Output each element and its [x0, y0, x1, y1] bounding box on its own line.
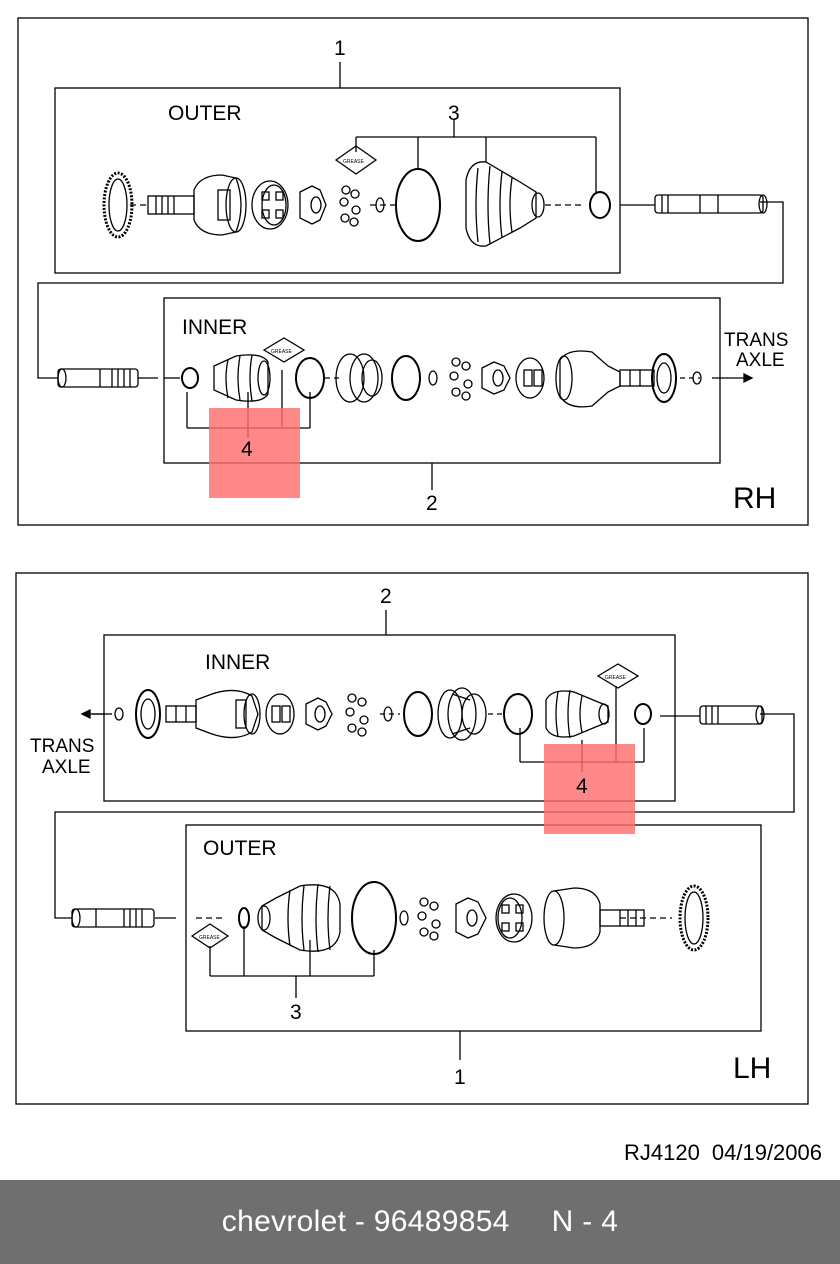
rh-inner-housing-seal [335, 353, 383, 403]
rh-outer-boot-clamp-small [589, 191, 611, 219]
lh-inner-balls [345, 693, 369, 737]
rh-inner-boot [213, 354, 271, 402]
rh-outer-boot-clamp-large [395, 168, 441, 242]
lh-trans-label: TRANS [30, 736, 94, 757]
rh-grease-pack-inner [262, 337, 306, 363]
lh-inner-boot [545, 689, 610, 739]
lh-axle-shaft-outer-end [71, 908, 155, 928]
lh-inner-seal [135, 689, 161, 739]
lh-inner-housing-seal [437, 687, 487, 741]
rh-grease-pack-outer [334, 145, 378, 175]
lh-callout-4-highlight [544, 744, 635, 834]
rh-callout-4: 4 [241, 438, 253, 461]
lh-callout-2: 2 [380, 585, 392, 608]
rh-inner-race [481, 361, 511, 395]
rh-inner-cage [515, 357, 545, 399]
rh-grease-label-outer: GREASE [343, 159, 365, 165]
rh-abs-ring [102, 171, 134, 239]
lh-outer-balls [417, 897, 441, 941]
lh-inner-box [103, 634, 676, 802]
lh-grease-pack-outer [190, 923, 230, 949]
rh-inner-title: INNER [182, 316, 247, 339]
rh-callout-4-highlight [209, 408, 300, 498]
rh-inner-cv-housing [555, 350, 655, 408]
rh-axle-shaft [654, 194, 768, 214]
lh-side-label: LH [733, 1052, 771, 1085]
lh-callout-1: 1 [454, 1066, 466, 1089]
rh-outer-stub-shaft [147, 195, 195, 215]
reference-code: RJ4120 04/19/2006 [624, 1140, 822, 1166]
rh-panel-frame [17, 17, 809, 526]
rh-callout-2: 2 [426, 492, 438, 515]
rh-outer-balls [339, 185, 361, 227]
footer-bar: chevrolet - 96489854 N - 4 [0, 1180, 840, 1264]
lh-outer-boot [257, 883, 341, 953]
rh-outer-title: OUTER [168, 102, 242, 125]
rh-outer-boot [465, 161, 545, 247]
lh-abs-ring [678, 884, 710, 952]
rh-outer-box [54, 87, 621, 274]
lh-inner-clamp-large [503, 693, 533, 735]
rh-inner-seal [651, 353, 677, 403]
lh-axle-label: AXLE [42, 757, 91, 778]
rh-callout-1: 1 [334, 37, 346, 60]
rh-inner-ring [391, 355, 421, 401]
rh-outer-circlip [375, 197, 385, 213]
lh-outer-title: OUTER [203, 837, 277, 860]
rh-inner-clamp-large [295, 357, 325, 399]
lh-callout-3: 3 [290, 1001, 302, 1024]
lh-outer-boot-clamp-large [351, 881, 397, 955]
rh-axle-label: AXLE [736, 350, 785, 371]
rh-inner-circlip [428, 370, 438, 386]
lh-outer-circlip [238, 907, 250, 929]
lh-callout-4: 4 [576, 775, 588, 798]
reference-id: RJ4120 [624, 1140, 700, 1165]
lh-grease-label-inner: GREASE [605, 675, 627, 681]
lh-grease-pack-inner [596, 663, 640, 689]
rh-trans-label: TRANS [724, 330, 788, 351]
rh-callout-3: 3 [448, 102, 460, 125]
lh-outer-inner-race [455, 897, 487, 939]
lh-inner-end-circlip [114, 707, 124, 721]
rh-panel [17, 17, 809, 526]
rh-outer-inner-race [299, 185, 327, 225]
lh-grease-label-outer: GREASE [199, 935, 221, 941]
rh-grease-label-inner: GREASE [271, 349, 293, 355]
rh-outer-cv-housing [193, 174, 247, 236]
lh-axle-shaft [699, 705, 765, 725]
lh-inner-cage [265, 693, 295, 735]
rh-side-label: RH [733, 482, 776, 515]
rh-axle-shaft-inner-end [57, 368, 139, 388]
lh-panel [15, 572, 809, 1105]
rh-inner-balls [449, 357, 473, 401]
lh-inner-race [305, 697, 333, 731]
lh-inner-circlip [383, 706, 393, 722]
lh-trans-arrow [80, 708, 91, 720]
lh-inner-ring [403, 691, 433, 737]
reference-date: 04/19/2006 [711, 1140, 822, 1165]
rh-inner-end-circlip [692, 371, 702, 385]
lh-inner-title: INNER [205, 651, 270, 674]
lh-outer-cv-housing [543, 887, 645, 949]
lh-inner-clamp-small [634, 703, 652, 725]
rh-inner-clamp-small [181, 367, 199, 389]
lh-outer-box [185, 824, 762, 1032]
rh-outer-cage [251, 180, 289, 230]
lh-inner-cv-housing [165, 689, 261, 739]
rh-trans-arrow [743, 372, 754, 384]
lh-outer-cage [495, 893, 533, 943]
footer-part-number: chevrolet - 96489854 [221, 1205, 510, 1238]
lh-outer-ring [399, 910, 409, 926]
footer-page-number: N - 4 [551, 1205, 619, 1238]
lh-panel-frame [15, 572, 809, 1105]
rh-inner-box [163, 297, 721, 464]
